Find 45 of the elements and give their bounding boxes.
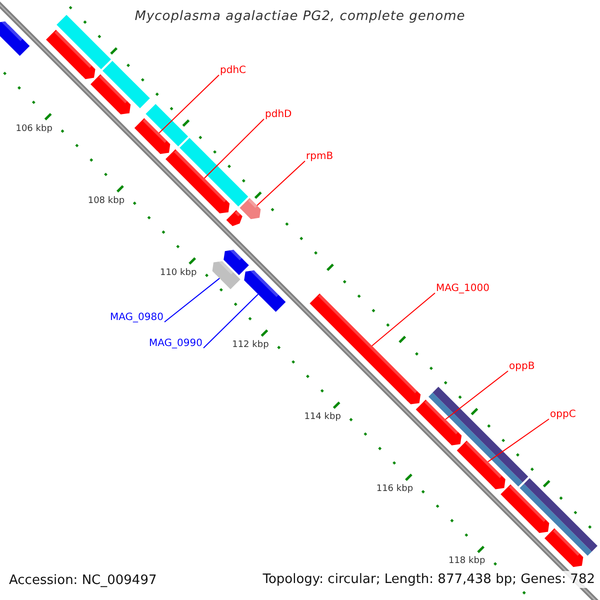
gene-feature [166,149,230,214]
gene-feature [500,484,550,533]
leader-line [371,292,436,346]
scale-label: 118 kbp [448,557,486,566]
gene-bar [520,478,598,556]
scale-label: 114 kbp [304,413,341,422]
gene-label: pdhD [265,110,292,120]
gene-label: MAG_1000 [436,284,490,294]
gene-feature [212,258,240,290]
gene-feature [416,400,462,446]
leader-line [158,74,220,134]
gene-feature [244,267,286,312]
title: Mycoplasma agalactiae PG2, complete genome [134,10,466,23]
gene-feature [456,440,506,490]
gene-feature [90,74,131,114]
scale-label: 106 kbp [16,124,52,134]
gene-bar [428,386,528,486]
gene-label: pdhC [220,66,246,76]
leader-line [164,278,220,322]
scale-label: 112 kbp [232,341,269,350]
gene-bar [102,60,150,108]
gene-bar [56,14,111,70]
gene-feature [224,246,249,276]
gene-feature [134,118,170,154]
scale-label: 116 kbp [376,485,414,494]
gene-bar [146,104,188,146]
gene-label: rpmB [306,152,334,162]
gene-feature [226,210,242,226]
gene-feature [0,18,30,56]
gene-label: oppB [509,362,535,372]
gene-feature [46,30,96,80]
gene-label: MAG_0990 [149,339,202,349]
leader-line [256,160,306,206]
scale-label: 108 kbp [88,196,125,206]
gene-feature [310,294,421,404]
gene-label: oppC [550,410,576,420]
scale-label: 110 kbp [160,268,197,278]
gene-label: MAG_0980 [110,313,164,323]
leader-line [203,294,259,348]
leader-line [444,370,508,420]
gene-feature [544,528,584,567]
gene-bar [180,138,248,206]
gene-feature [240,198,261,220]
accession-text: Accession: NC_009497 [9,574,157,587]
leader-line [204,118,264,179]
